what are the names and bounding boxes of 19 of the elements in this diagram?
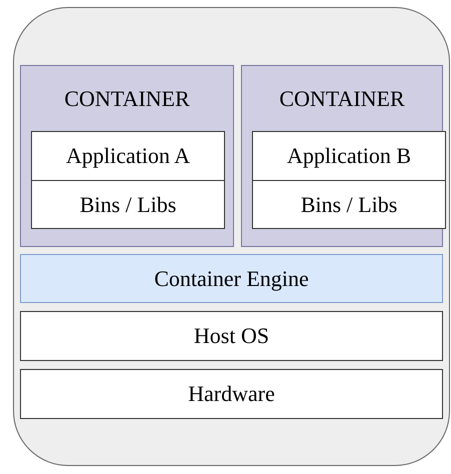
container-title: CONTAINER — [279, 86, 405, 112]
libraries-layer — [31, 180, 225, 229]
layer-label: Bins / Libs — [80, 192, 176, 218]
libraries-layer — [252, 180, 446, 229]
hardware-layer — [20, 369, 443, 419]
os-layer — [20, 311, 443, 361]
layer-label: Hardware — [188, 381, 275, 407]
layer-label: Bins / Libs — [300, 192, 398, 218]
layer-label: Container Engine — [154, 266, 309, 292]
application-layer — [31, 131, 225, 181]
container-box — [20, 65, 234, 247]
container-title: CONTAINER — [64, 86, 190, 112]
container-box — [241, 65, 443, 247]
layer-label: Application B — [286, 143, 412, 169]
host-panel — [13, 7, 450, 466]
application-layer — [252, 131, 446, 181]
engine-layer — [20, 254, 443, 303]
layer-label: Application A — [66, 143, 190, 169]
layer-label: Host OS — [194, 323, 270, 349]
